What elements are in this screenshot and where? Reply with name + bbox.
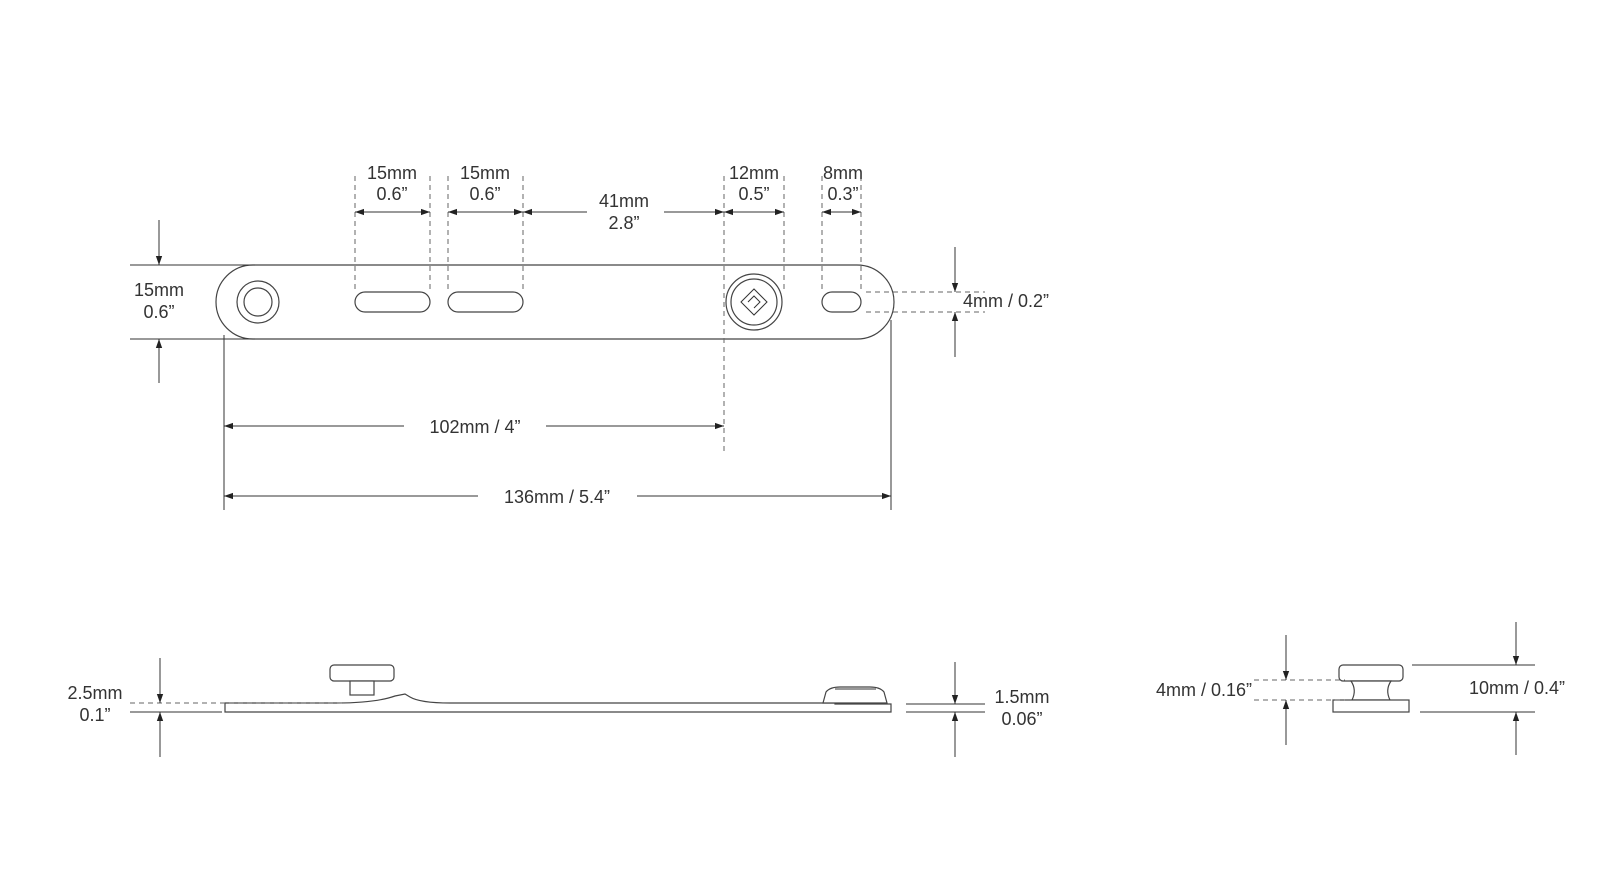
dim-label: 15mm [460, 163, 510, 183]
dim-label: 0.6” [376, 184, 407, 204]
strap-side [224, 693, 892, 713]
button-stud-inner [730, 278, 778, 326]
stud-head [329, 664, 395, 682]
dim-label: 0.6” [469, 184, 500, 204]
dim-label: 12mm [729, 163, 779, 183]
dim-label: 4mm / 0.16” [1156, 680, 1252, 700]
grommet-inner [243, 287, 273, 317]
stud-neck [349, 680, 375, 696]
base-end [1332, 699, 1410, 713]
dim-label: 15mm [367, 163, 417, 183]
side-view: 2.5mm 0.1” 1.5mm 0.06” [67, 658, 1050, 757]
top-view: 15mm 0.6” 15mm 0.6” 41mm 2.8” 12mm 0.5” … [130, 163, 1049, 510]
strap-outline [215, 264, 895, 340]
end-view: 4mm / 0.16” 10mm / 0.4” [1156, 622, 1565, 755]
dim-label: 0.3” [827, 184, 858, 204]
logo-icon [740, 288, 768, 316]
dim-label: 4mm / 0.2” [963, 291, 1049, 311]
dim-label: 136mm / 5.4” [504, 487, 610, 507]
stud-head-end [1338, 664, 1404, 682]
dim-label: 15mm [134, 280, 184, 300]
dim-label: 0.6” [143, 302, 174, 322]
dim-label: 1.5mm [994, 687, 1049, 707]
slot-1 [354, 291, 431, 313]
dim-label: 2.5mm [67, 683, 122, 703]
dim-label: 41mm [599, 191, 649, 211]
end-slot [821, 291, 862, 313]
dim-label: 2.8” [608, 213, 639, 233]
dim-label: 0.1” [79, 705, 110, 725]
end-boss [822, 686, 888, 704]
dim-label: 0.5” [738, 184, 769, 204]
dim-label: 102mm / 4” [429, 417, 520, 437]
slot-2 [447, 291, 524, 313]
dim-label: 10mm / 0.4” [1469, 678, 1565, 698]
stud-neck-end [1349, 680, 1393, 701]
dim-label: 8mm [823, 163, 863, 183]
dim-label: 0.06” [1001, 709, 1042, 729]
